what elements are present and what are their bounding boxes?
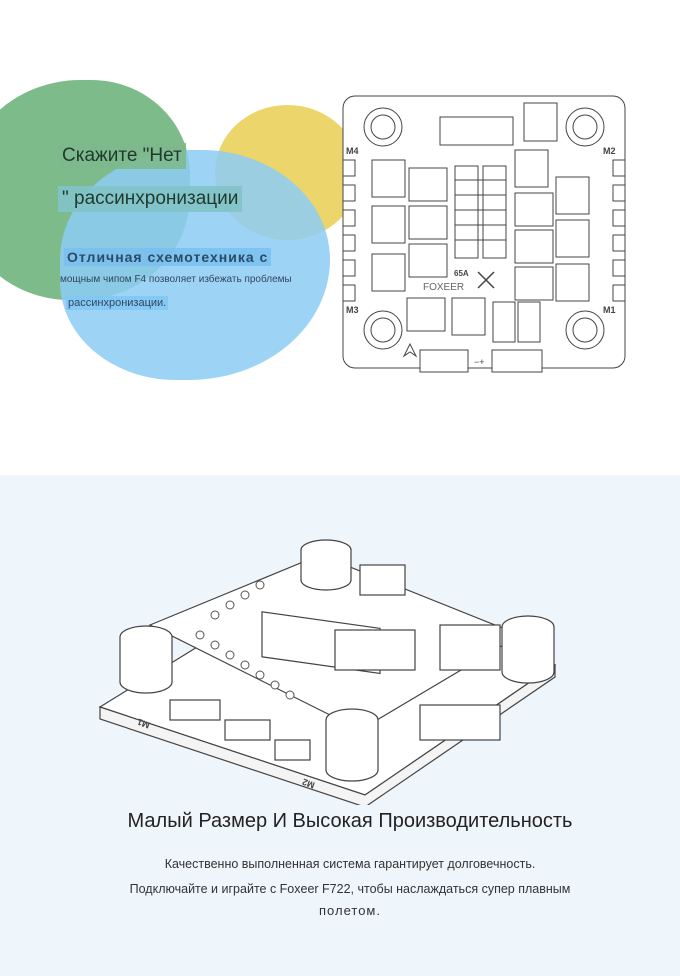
flight-controller-3d-illustration: M1 M2: [98, 539, 557, 805]
motor-label-m3: M3: [346, 305, 359, 315]
board-motor-label-m2: M2: [301, 777, 316, 791]
rating-label: 65A: [454, 269, 469, 278]
board-motor-label-m1: M1: [136, 717, 151, 731]
feature-line3: полетом.: [319, 903, 381, 918]
hero-section: Скажите "Нет " рассинхронизации Отличная…: [0, 0, 680, 475]
hero-body-line2: рассинхронизации.: [66, 296, 169, 310]
feature-line1: Качественно выполненная система гарантир…: [164, 857, 536, 871]
polarity-label: −+: [474, 357, 485, 367]
motor-label-m4: M4: [346, 146, 359, 156]
feature-title: Малый Размер И Высокая Производительност…: [127, 810, 573, 832]
hero-heading-line2: " рассинхронизации: [58, 186, 243, 212]
hero-body-line1: мощным чипом F4 позволяет избежать пробл…: [60, 274, 292, 285]
feature-line2: Подключайте и играйте с Foxeer F722, что…: [129, 882, 571, 896]
esc-board-diagram: M4 M2 M3 M1 65A FOXEER −+: [342, 95, 626, 373]
hero-subheading: Отличная схемотехника с: [64, 248, 272, 266]
motor-label-m2: M2: [603, 146, 616, 156]
brand-label: FOXEER: [423, 282, 464, 293]
hero-heading-line1: Скажите "Нет: [58, 143, 186, 169]
motor-label-m1: M1: [603, 305, 616, 315]
